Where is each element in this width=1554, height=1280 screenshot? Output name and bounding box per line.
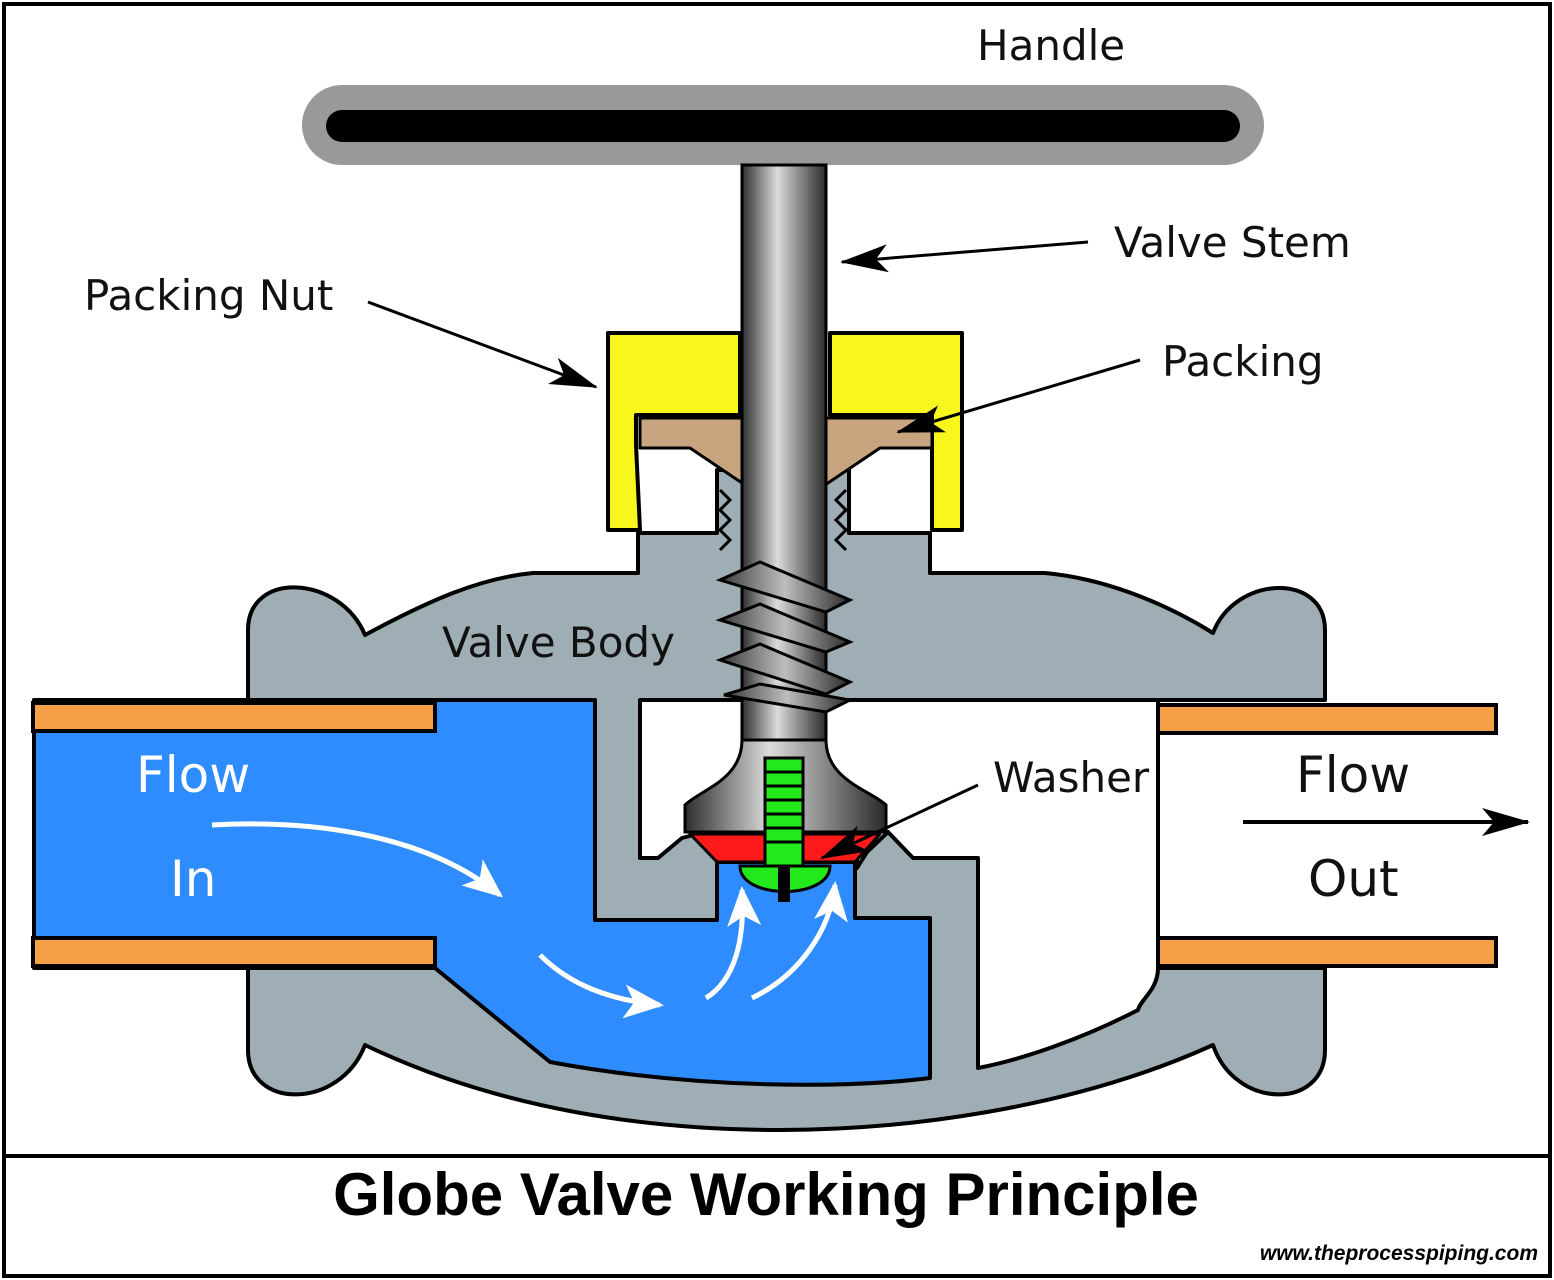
bonnet-thread-right xyxy=(833,488,849,552)
label-flow-out-1: Flow xyxy=(1296,746,1410,804)
outlet-pipe-top xyxy=(1156,703,1498,735)
packing-nut xyxy=(606,331,742,532)
diagram-title: Globe Valve Working Principle xyxy=(333,1161,1199,1228)
packing-arrow xyxy=(896,358,1141,434)
label-packing-nut: Packing Nut xyxy=(84,271,333,320)
label-valve-stem: Valve Stem xyxy=(1114,218,1351,267)
label-flow-in-1: Flow xyxy=(136,746,250,804)
inlet-pipe-bottom xyxy=(31,936,437,968)
label-handle: Handle xyxy=(977,21,1125,70)
bonnet-thread-left xyxy=(717,488,733,552)
valve-stem-arrow xyxy=(840,240,1089,273)
label-flow-out-2: Out xyxy=(1308,850,1399,908)
label-flow-in-2: In xyxy=(170,850,216,908)
watermark-url: www.theprocesspiping.com xyxy=(1260,1242,1538,1265)
washer-arrow xyxy=(820,783,979,860)
stem-threads xyxy=(715,560,855,714)
packing-nut-arrow xyxy=(367,300,598,389)
flow-arrows xyxy=(211,821,848,1019)
handle-inner xyxy=(326,110,1240,142)
washer-screw xyxy=(738,756,832,902)
packing-nut-right xyxy=(828,331,964,532)
label-valve-body: Valve Body xyxy=(442,618,675,667)
inlet-pipe-top xyxy=(31,701,437,733)
label-washer: Washer xyxy=(993,753,1150,802)
outlet-pipe-bottom xyxy=(1156,936,1498,968)
label-packing: Packing xyxy=(1162,337,1324,386)
